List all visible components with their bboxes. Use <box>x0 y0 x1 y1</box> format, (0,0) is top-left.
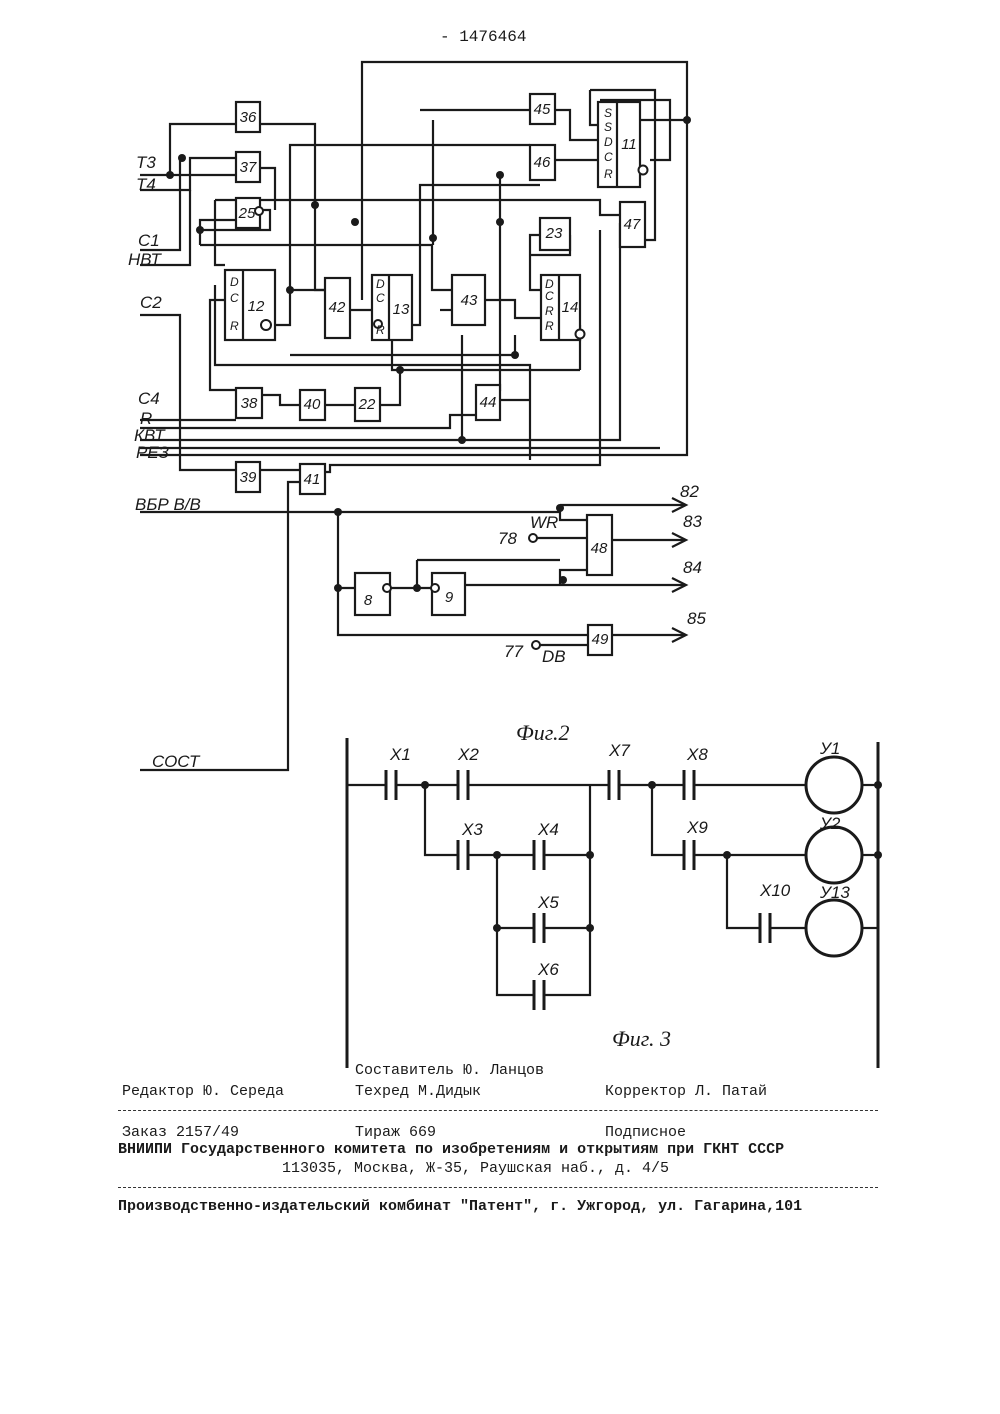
block-numbers: 36 37 25 12 42 13 43 45 46 11 47 23 14 3… <box>238 101 641 648</box>
svg-text:43: 43 <box>461 292 478 309</box>
svg-text:R: R <box>545 319 554 333</box>
svg-text:83: 83 <box>683 512 702 531</box>
svg-text:36: 36 <box>240 109 257 126</box>
circulation-line: Тираж 669 <box>355 1124 436 1141</box>
svg-text:44: 44 <box>480 394 497 411</box>
address-line: 113035, Москва, Ж-35, Раушская наб., д. … <box>282 1160 669 1177</box>
svg-text:C: C <box>604 150 613 164</box>
svg-text:84: 84 <box>683 558 702 577</box>
svg-text:S: S <box>604 106 612 120</box>
svg-text:DB: DB <box>542 647 566 666</box>
corrector-line: Корректор Л. Патай <box>605 1083 767 1100</box>
svg-text:49: 49 <box>592 631 609 648</box>
techred-line: Техред М.Дидык <box>355 1083 481 1100</box>
svg-text:X4: X4 <box>537 820 559 839</box>
editor-line: Редактор Ю. Середа <box>122 1083 284 1100</box>
svg-text:D: D <box>230 275 239 289</box>
svg-text:X1: X1 <box>389 745 411 764</box>
svg-text:25: 25 <box>238 205 256 222</box>
svg-text:У2: У2 <box>819 814 841 833</box>
svg-text:X7: X7 <box>608 741 630 760</box>
institute-line: ВНИИПИ Государственного комитета по изоб… <box>118 1141 784 1158</box>
divider-2 <box>118 1187 878 1188</box>
svg-text:46: 46 <box>534 154 551 171</box>
svg-text:X5: X5 <box>537 893 559 912</box>
svg-text:R: R <box>545 304 554 318</box>
svg-text:23: 23 <box>545 225 563 242</box>
svg-text:48: 48 <box>591 540 608 557</box>
svg-text:13: 13 <box>393 301 410 318</box>
svg-text:R: R <box>376 323 385 337</box>
svg-text:42: 42 <box>329 299 346 316</box>
compiler-line: Составитель Ю. Ланцов <box>355 1062 544 1079</box>
svg-text:77: 77 <box>504 642 523 661</box>
svg-text:38: 38 <box>241 395 258 412</box>
svg-text:78: 78 <box>498 529 517 548</box>
order-line: Заказ 2157/49 <box>122 1124 239 1141</box>
svg-text:РЕЗ: РЕЗ <box>136 443 169 462</box>
svg-text:У13: У13 <box>819 883 850 902</box>
svg-text:С2: С2 <box>140 293 162 312</box>
svg-text:X2: X2 <box>457 745 479 764</box>
svg-text:14: 14 <box>562 299 579 316</box>
svg-text:47: 47 <box>624 216 641 233</box>
svg-text:X6: X6 <box>537 960 559 979</box>
svg-text:C: C <box>230 291 239 305</box>
svg-text:D: D <box>604 135 613 149</box>
svg-text:ВБР В/В: ВБР В/В <box>135 495 201 514</box>
svg-text:39: 39 <box>240 469 257 486</box>
svg-text:У1: У1 <box>819 739 840 758</box>
svg-text:X10: X10 <box>759 881 791 900</box>
svg-text:X9: X9 <box>686 818 708 837</box>
svg-text:НВТ: НВТ <box>128 250 162 269</box>
svg-text:Т4: Т4 <box>136 175 156 194</box>
block-8 <box>355 573 390 615</box>
svg-text:37: 37 <box>240 159 257 176</box>
svg-text:X3: X3 <box>461 820 483 839</box>
svg-text:12: 12 <box>248 298 265 315</box>
divider-1 <box>118 1110 878 1111</box>
svg-text:Фиг. 3: Фиг. 3 <box>612 1026 671 1051</box>
svg-text:Фиг.2: Фиг.2 <box>516 720 570 745</box>
svg-text:11: 11 <box>621 136 637 153</box>
svg-text:R: R <box>604 167 613 181</box>
svg-text:WR: WR <box>530 513 558 532</box>
svg-text:9: 9 <box>445 589 454 606</box>
svg-text:Т3: Т3 <box>136 153 156 172</box>
svg-text:82: 82 <box>680 482 699 501</box>
ladder-figure-3 <box>347 738 882 1068</box>
svg-text:D: D <box>376 277 385 291</box>
svg-text:С4: С4 <box>138 389 160 408</box>
svg-text:R: R <box>230 319 239 333</box>
svg-text:S: S <box>604 120 612 134</box>
svg-text:41: 41 <box>304 471 321 488</box>
publisher-line: Производственно-издательский комбинат "П… <box>118 1198 802 1215</box>
subscription-line: Подписное <box>605 1124 686 1141</box>
svg-text:8: 8 <box>364 592 373 609</box>
svg-text:X8: X8 <box>686 745 708 764</box>
svg-text:C: C <box>545 289 554 303</box>
svg-text:C: C <box>376 291 385 305</box>
svg-text:С1: С1 <box>138 231 160 250</box>
svg-text:22: 22 <box>358 396 376 413</box>
svg-text:45: 45 <box>534 101 551 118</box>
svg-text:85: 85 <box>687 609 706 628</box>
svg-text:СОСТ: СОСТ <box>152 752 201 771</box>
svg-text:40: 40 <box>304 396 321 413</box>
